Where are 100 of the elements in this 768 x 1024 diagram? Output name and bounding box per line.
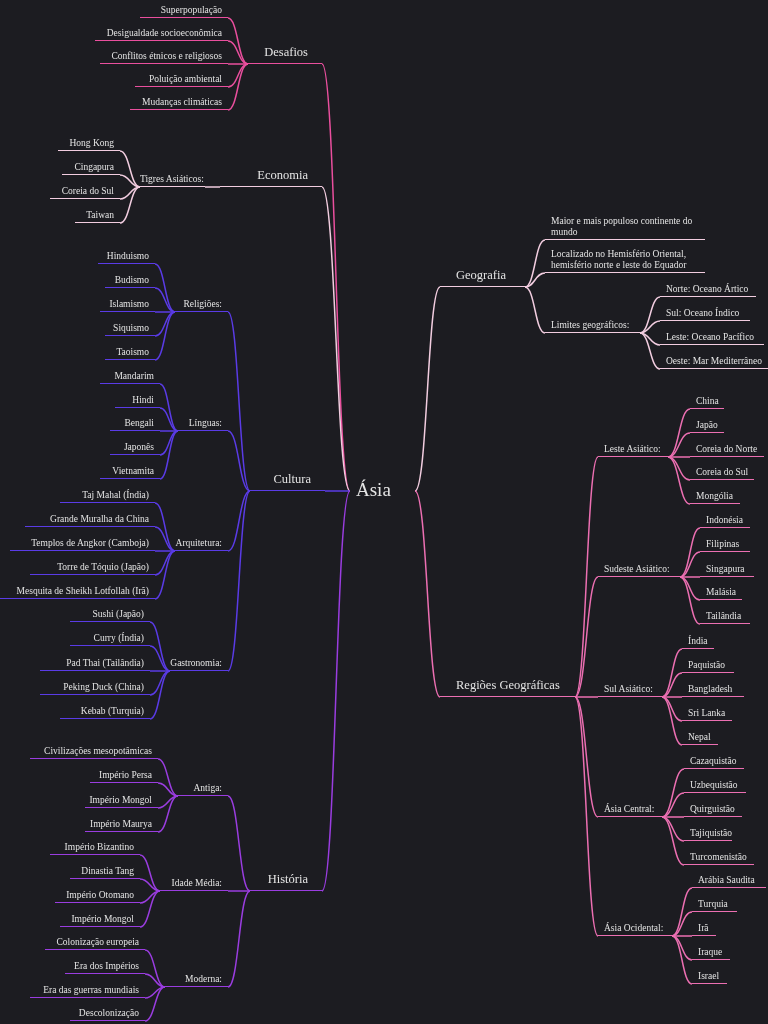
subtopic-label: Leste Asiático: xyxy=(598,444,668,457)
branch-connector xyxy=(414,490,441,698)
branch-connector xyxy=(679,576,701,601)
leaf-label: Norte: Oceano Ártico xyxy=(660,284,756,297)
branch-connector xyxy=(661,768,685,818)
main-branch-label: Cultura xyxy=(250,471,325,491)
branch-connector xyxy=(154,502,176,552)
branch-connector xyxy=(227,311,251,492)
branch-connector xyxy=(154,550,176,600)
leaf-label: Desigualdade socioeconômica xyxy=(95,28,228,41)
leaf-label: Peking Duck (China) xyxy=(40,682,150,695)
branch-connector xyxy=(119,150,141,188)
leaf-label: Civilizações mesopotâmicas xyxy=(30,746,158,759)
branch-connector xyxy=(157,782,179,797)
branch-connector xyxy=(524,286,546,334)
leaf-label: Mesquita de Sheikh Lotfollah (Irã) xyxy=(0,586,155,599)
leaf-label: Turcomenistão xyxy=(684,852,754,865)
branch-connector xyxy=(139,890,161,904)
branch-connector xyxy=(157,795,179,833)
branch-connector xyxy=(524,272,546,288)
leaf-label: Era das guerras mundiais xyxy=(30,985,145,998)
subtopic-label: Tigres Asiáticos: xyxy=(140,174,205,187)
branch-connector xyxy=(159,383,179,432)
branch-connector xyxy=(119,186,141,224)
branch-connector xyxy=(679,551,701,578)
branch-connector xyxy=(204,186,221,188)
branch-connector xyxy=(661,672,683,698)
branch-connector xyxy=(149,670,171,672)
leaf-label: Turquia xyxy=(692,899,737,912)
leaf-label: Taoismo xyxy=(105,347,155,360)
branch-connector xyxy=(227,795,251,892)
branch-connector xyxy=(671,935,693,937)
leaf-label: Nepal xyxy=(682,732,718,745)
branch-connector xyxy=(139,854,161,892)
leaf-label: Império Persa xyxy=(90,770,158,783)
branch-connector xyxy=(144,973,166,988)
branch-connector xyxy=(154,550,176,552)
leaf-label: Descolonização xyxy=(70,1008,145,1021)
branch-connector xyxy=(227,430,251,492)
branch-connector xyxy=(227,890,251,988)
main-branch-label: Regiões Geográficas xyxy=(440,677,575,697)
leaf-label: Império Mongol xyxy=(85,795,158,808)
branch-connector xyxy=(154,263,176,313)
branch-connector xyxy=(227,63,249,88)
leaf-label: Grande Muralha da China xyxy=(25,514,155,527)
branch-connector xyxy=(149,670,171,696)
branch-connector xyxy=(667,456,691,481)
branch-connector xyxy=(227,17,249,65)
branch-connector xyxy=(144,949,166,988)
branch-connector xyxy=(157,795,179,809)
leaf-label: Tailândia xyxy=(700,611,750,624)
leaf-label: Coreia do Norte xyxy=(690,444,764,457)
branch-connector xyxy=(149,670,171,720)
branch-connector xyxy=(154,311,176,313)
leaf-label: Mandarim xyxy=(100,371,160,384)
branch-connector xyxy=(119,174,141,188)
leaf-label: Império Otomano xyxy=(55,890,140,903)
branch-connector xyxy=(661,696,683,722)
leaf-label: Paquistão xyxy=(682,660,734,673)
leaf-label: Uzbequistão xyxy=(684,780,746,793)
branch-connector xyxy=(574,696,599,937)
leaf-label: Arábia Saudita xyxy=(692,875,766,888)
branch-connector xyxy=(524,239,546,288)
branch-connector xyxy=(154,311,176,337)
branch-connector xyxy=(159,430,179,432)
branch-connector xyxy=(321,186,351,492)
leaf-label: Malásia xyxy=(700,587,742,600)
leaf-label: Cazaquistão xyxy=(684,756,744,769)
branch-connector xyxy=(661,696,683,746)
branch-connector xyxy=(639,320,661,334)
branch-connector xyxy=(144,986,166,999)
subtopic-label: Religiões: xyxy=(175,299,228,312)
branch-connector xyxy=(671,935,693,961)
leaf-label: Hinduismo xyxy=(98,251,155,264)
leaf-label: Oeste: Mar Mediterrâneo xyxy=(660,356,768,369)
branch-connector xyxy=(661,816,685,818)
leaf-label: Israel xyxy=(692,971,727,984)
branch-connector xyxy=(144,986,166,1022)
subtopic-label: Arquitetura: xyxy=(175,538,228,551)
branch-connector xyxy=(139,890,161,928)
leaf-label: Taiwan xyxy=(75,210,120,223)
branch-connector xyxy=(661,696,683,698)
leaf-label: Taj Mahal (Índia) xyxy=(60,490,155,503)
central-topic: Ásia xyxy=(350,479,415,502)
branch-connector xyxy=(227,63,249,65)
branch-connector xyxy=(227,490,251,672)
branch-connector xyxy=(321,490,351,892)
leaf-label: Indonésia xyxy=(700,515,750,528)
leaf-label: Curry (Índia) xyxy=(70,633,150,646)
leaf-label: Mudanças climáticas xyxy=(130,97,228,110)
leaf-label: Superpopulação xyxy=(140,5,228,18)
leaf-label: Leste: Oceano Pacífico xyxy=(660,332,764,345)
branch-connector xyxy=(667,456,691,505)
branch-connector xyxy=(149,645,171,672)
leaf-label: Siquismo xyxy=(105,323,155,336)
leaf-label: China xyxy=(690,396,724,409)
leaf-label: Kebab (Turquia) xyxy=(60,706,150,719)
branch-connector xyxy=(574,696,599,818)
branch-connector xyxy=(667,456,691,458)
leaf-label: Vietnamita xyxy=(100,466,160,479)
